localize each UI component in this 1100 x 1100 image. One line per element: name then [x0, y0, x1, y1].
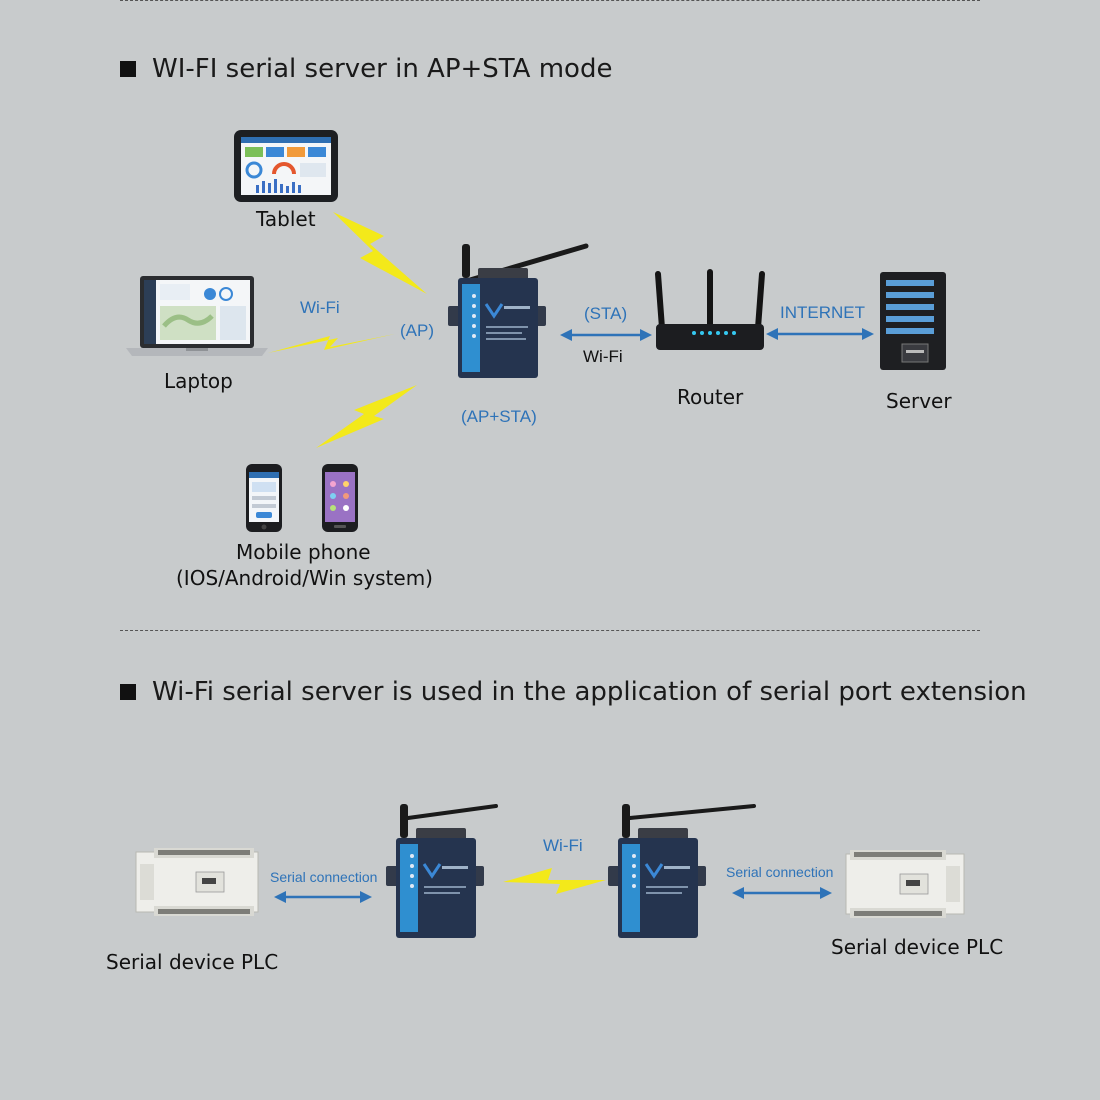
lightning-bolt-mobile-icon — [316, 385, 417, 448]
mobile-label: Mobile phone — [236, 540, 371, 564]
sta-label: (STA) — [584, 304, 628, 323]
serial-left-arrow — [274, 891, 372, 903]
lightning-bolt-laptop-icon — [268, 334, 395, 353]
section1-heading: WI-FI serial server in AP+STA mode — [120, 54, 612, 84]
laptop-label: Laptop — [164, 369, 233, 393]
section2-heading-text: Wi-Fi serial server is used in the appli… — [152, 677, 1027, 707]
server-icon — [880, 272, 946, 370]
plc-left-label: Serial device PLC — [106, 950, 279, 974]
serial-server-right-icon — [608, 804, 756, 938]
apsta-label: (AP+STA) — [461, 407, 537, 426]
ap-label: (AP) — [400, 321, 434, 340]
server-label: Server — [886, 389, 952, 413]
wifi-label-ap: Wi-Fi — [300, 298, 340, 317]
router-label: Router — [677, 385, 744, 409]
plc-left-icon — [135, 848, 259, 916]
tablet-label: Tablet — [256, 207, 316, 231]
lightning-bolt-wifi-link-icon — [503, 868, 606, 894]
phone-android-icon — [322, 464, 358, 532]
middle-divider — [120, 630, 980, 631]
serial-left-label: Serial connection — [270, 869, 378, 885]
square-bullet-icon — [120, 61, 136, 77]
serial-server-left-icon — [386, 804, 498, 938]
plc-right-icon — [845, 850, 965, 918]
sta-arrow — [560, 329, 652, 341]
plc-right-label: Serial device PLC — [831, 935, 1004, 959]
tablet-icon — [234, 130, 338, 202]
wifi-link-label: Wi-Fi — [543, 836, 583, 855]
section1-heading-text: WI-FI serial server in AP+STA mode — [152, 54, 613, 84]
phone-ios-icon — [246, 464, 282, 532]
section2-heading: Wi-Fi serial server is used in the appli… — [120, 677, 1027, 707]
top-divider — [120, 0, 980, 1]
serial-right-arrow — [732, 887, 832, 899]
internet-label: INTERNET — [780, 303, 865, 322]
square-bullet-icon — [120, 684, 136, 700]
internet-arrow — [766, 328, 874, 340]
mobile-sub-label: (IOS/Android/Win system) — [176, 566, 433, 590]
serial-server-device-icon — [448, 243, 589, 378]
router-icon — [655, 269, 765, 350]
wifi-sta-label: Wi-Fi — [583, 347, 623, 366]
laptop-icon — [126, 276, 268, 356]
serial-right-label: Serial connection — [726, 864, 834, 880]
lightning-bolt-tablet-icon — [333, 212, 427, 294]
